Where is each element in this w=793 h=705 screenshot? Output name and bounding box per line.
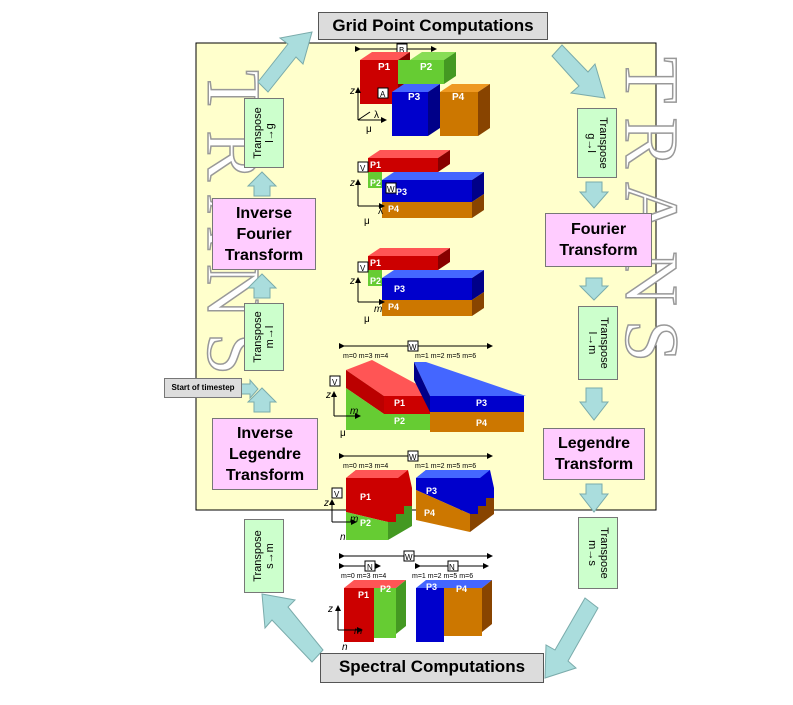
spectral-computations-header: Spectral Computations (320, 653, 544, 683)
fourier-line-2: Transform (559, 242, 638, 259)
fourier-transform-box: Fourier Transform (545, 213, 652, 267)
decomposition-4: W m=0 m=3 m=4 m=1 m=2 m=5 m=6 V P1 P2 P3… (325, 340, 526, 439)
decomposition-1: B P1 P2 P3 P4 A z λ μ (349, 43, 490, 136)
svg-text:m: m (374, 304, 382, 315)
inverse-legendre-line-3: Transform (225, 466, 305, 484)
svg-text:P2: P2 (360, 518, 371, 528)
svg-text:P2: P2 (380, 584, 391, 594)
inverse-fourier-line-3: Transform (224, 246, 304, 264)
inverse-fourier-line-1: Inverse (235, 204, 293, 222)
svg-text:P4: P4 (388, 204, 399, 214)
svg-text:m=0 m=3 m=4: m=0 m=3 m=4 (343, 463, 388, 470)
svg-text:P1: P1 (394, 398, 405, 408)
svg-text:P3: P3 (476, 398, 487, 408)
legendre-line-2: Transform (554, 456, 634, 473)
inverse-legendre-line-1: Inverse (236, 424, 294, 442)
svg-text:P3: P3 (426, 582, 437, 592)
arrow-up-left-bottom (261, 593, 324, 663)
arrow-down-left-bottom (544, 597, 599, 679)
svg-text:m=0 m=3 m=4: m=0 m=3 m=4 (343, 353, 388, 360)
svg-text:z: z (349, 276, 355, 287)
svg-text:m=1 m=2 m=5 m=6: m=1 m=2 m=5 m=6 (412, 573, 473, 580)
legendre-transform-box: Legendre Transform (543, 428, 645, 480)
start-of-timestep-label: Start of timestep (164, 378, 242, 398)
arrow-up-left-top (257, 31, 313, 93)
inverse-fourier-line-2: Fourier (236, 225, 292, 243)
svg-text:P3: P3 (394, 284, 405, 294)
svg-text:z: z (327, 604, 333, 615)
decomposition-5: W m=0 m=3 m=4 m=1 m=2 m=5 m=6 V P1 P2 P3… (323, 450, 494, 543)
svg-text:V: V (360, 264, 366, 273)
svg-text:P1: P1 (360, 492, 371, 502)
svg-text:P4: P4 (456, 584, 467, 594)
svg-text:λ: λ (378, 206, 383, 217)
step-arrows (239, 171, 610, 513)
svg-text:P1: P1 (358, 590, 369, 600)
svg-text:z: z (349, 86, 355, 97)
legendre-line-1: Legendre (557, 435, 630, 452)
svg-text:μ: μ (364, 314, 370, 325)
svg-text:P4: P4 (388, 302, 399, 312)
svg-text:m: m (350, 406, 358, 417)
svg-text:μ: μ (340, 428, 346, 439)
svg-text:P4: P4 (424, 508, 435, 518)
svg-text:P3: P3 (396, 187, 407, 197)
svg-text:m=0 m=3 m=4: m=0 m=3 m=4 (341, 573, 386, 580)
svg-text:N: N (449, 563, 455, 572)
svg-text:m: m (354, 626, 362, 637)
svg-text:m: m (350, 514, 358, 525)
svg-text:V: V (332, 378, 338, 387)
svg-text:n: n (340, 532, 346, 543)
svg-text:P1: P1 (370, 258, 381, 268)
svg-text:P4: P4 (452, 92, 465, 103)
svg-text:P1: P1 (370, 160, 381, 170)
svg-text:z: z (325, 390, 331, 401)
svg-text:z: z (323, 498, 329, 509)
flow-arrows (257, 31, 606, 679)
svg-text:P3: P3 (426, 486, 437, 496)
svg-text:W: W (409, 453, 417, 462)
decomposition-6: W N N m=0 m=3 m=4 m=1 m=2 m=5 m=6 P1 P2 … (327, 550, 493, 653)
svg-text:μ: μ (366, 124, 372, 135)
inverse-legendre-line-2: Legendre (228, 445, 301, 463)
svg-text:V: V (360, 164, 366, 173)
svg-text:W: W (409, 343, 417, 352)
svg-text:z: z (349, 178, 355, 189)
svg-text:B: B (399, 46, 404, 55)
decomposition-2: V W P1 P2 P3 P4 z λ μ (349, 150, 484, 227)
svg-text:N: N (367, 563, 373, 572)
fourier-line-1: Fourier (570, 221, 627, 238)
svg-text:m=1 m=2 m=5 m=6: m=1 m=2 m=5 m=6 (415, 463, 476, 470)
svg-text:P2: P2 (394, 416, 405, 426)
svg-text:μ: μ (364, 216, 370, 227)
svg-text:λ: λ (374, 110, 379, 121)
svg-text:n: n (342, 642, 348, 653)
arrow-down-right-top (551, 44, 606, 99)
grid-point-computations-header: Grid Point Computations (318, 12, 548, 40)
decomposition-3: V P1 P2 P3 P4 z m μ (349, 248, 484, 325)
svg-text:m=1 m=2 m=5 m=6: m=1 m=2 m=5 m=6 (415, 353, 476, 360)
inverse-fourier-transform-box: Inverse Fourier Transform (212, 198, 316, 270)
svg-text:P4: P4 (476, 418, 487, 428)
svg-text:P2: P2 (420, 62, 433, 73)
svg-text:W: W (387, 185, 395, 194)
svg-text:P1: P1 (378, 62, 391, 73)
svg-text:P2: P2 (370, 276, 381, 286)
svg-text:P2: P2 (370, 178, 381, 188)
svg-text:V: V (334, 490, 340, 499)
svg-text:P3: P3 (408, 92, 421, 103)
inverse-legendre-transform-box: Inverse Legendre Transform (212, 418, 318, 490)
svg-text:W: W (405, 553, 413, 562)
svg-text:A: A (380, 90, 386, 99)
